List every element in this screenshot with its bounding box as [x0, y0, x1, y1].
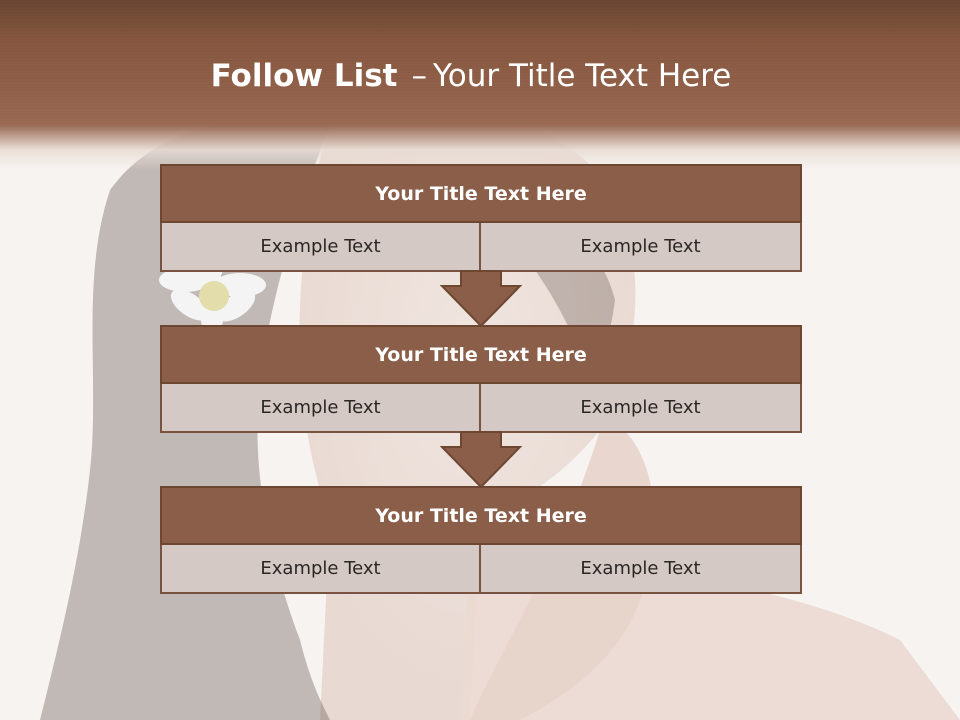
header-band — [0, 0, 960, 170]
flow-block: Your Title Text Here Example Text Exampl… — [160, 486, 802, 594]
block-row: Example Text Example Text — [160, 545, 802, 594]
block-cell-left: Example Text — [160, 545, 481, 594]
down-arrow-icon — [440, 270, 522, 328]
block-title: Your Title Text Here — [160, 164, 802, 223]
down-arrow-icon — [440, 431, 522, 489]
flow-block: Your Title Text Here Example Text Exampl… — [160, 325, 802, 433]
block-row: Example Text Example Text — [160, 384, 802, 433]
block-cell-right: Example Text — [481, 545, 802, 594]
slide-title: Follow List–Your Title Text Here — [0, 54, 942, 98]
block-cell-left: Example Text — [160, 384, 481, 433]
block-title: Your Title Text Here — [160, 325, 802, 384]
slide-title-dash: – — [411, 58, 427, 94]
slide-title-bold: Follow List — [210, 58, 398, 94]
slide-title-rest: Your Title Text Here — [432, 58, 732, 94]
block-row: Example Text Example Text — [160, 223, 802, 272]
flow-block: Your Title Text Here Example Text Exampl… — [160, 164, 802, 272]
block-title: Your Title Text Here — [160, 486, 802, 545]
block-cell-right: Example Text — [481, 223, 802, 272]
block-cell-right: Example Text — [481, 384, 802, 433]
block-cell-left: Example Text — [160, 223, 481, 272]
